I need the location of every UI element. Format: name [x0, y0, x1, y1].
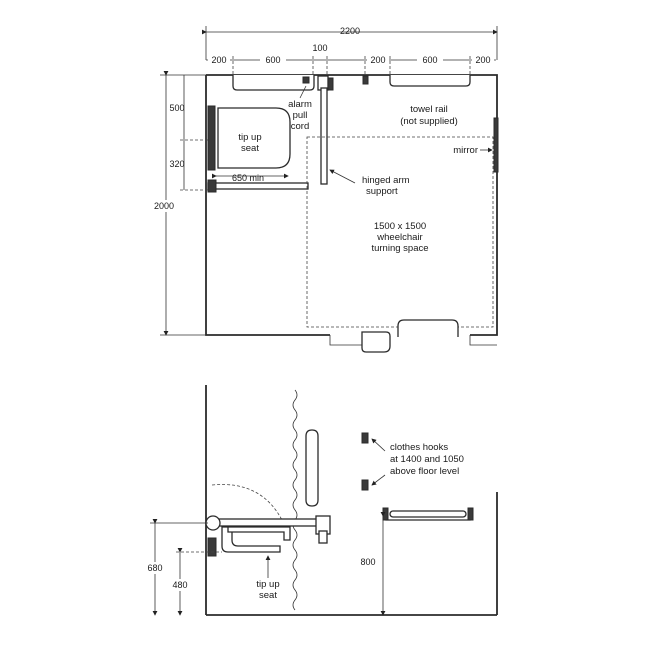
label-tipup-2: seat [241, 143, 259, 154]
elev-arm-pivot [205, 515, 221, 531]
seat-swing-arc [211, 484, 284, 523]
plan-door-handle [361, 331, 391, 353]
dim-200-c: 200 [475, 55, 490, 65]
elev-rail-fixing-left [382, 507, 389, 521]
label-towel-1: towel rail [410, 104, 448, 115]
plan-view: 2200 200 600 100 200 600 200 2000 500 32… [150, 26, 499, 353]
plan-turning-space [306, 136, 494, 328]
dim-800: 800 [360, 557, 375, 567]
dim-bg [367, 55, 389, 65]
dim-200-a: 200 [211, 55, 226, 65]
plan-grab-rail-top-left [232, 75, 315, 91]
plan-mirror [493, 117, 499, 173]
dim-bg [143, 562, 167, 574]
elev-seat-bracket [207, 537, 217, 557]
label-tipup-1: tip up [238, 132, 261, 143]
elev-towel-rail [389, 510, 467, 518]
plan-hook-icon [362, 75, 369, 85]
seat-wall-bracket [207, 105, 216, 171]
elev-shower-head [318, 530, 328, 544]
plan-small-fixture [327, 77, 334, 91]
label-turning-3: turning space [371, 243, 428, 254]
label-turning-1: 1500 x 1500 [374, 221, 426, 232]
alarm-leader [299, 85, 307, 99]
label-hinged-1: hinged arm [362, 175, 410, 186]
label-towel-2: (not supplied) [400, 116, 458, 127]
dim-600-a: 600 [265, 55, 280, 65]
dim-480: 480 [172, 580, 187, 590]
plan-grab-rail-horizontal [207, 182, 309, 190]
label-turning-2: wheelchair [376, 232, 422, 243]
label-hinged-2: support [366, 186, 398, 197]
dim-650min: 650 min [232, 173, 264, 183]
elevation-view: clothes hooks at 1400 and 1050 above flo… [143, 385, 498, 616]
label-hooks-3: above floor level [390, 466, 459, 477]
label-hooks-2: at 1400 and 1050 [390, 454, 464, 465]
dim-100: 100 [312, 43, 327, 53]
alarm-pull-cord-icon [302, 76, 310, 84]
dim-200-b: 200 [370, 55, 385, 65]
hooks-leader-2 [371, 474, 386, 486]
elev-rail-fixing-right [467, 507, 474, 521]
dim-600-b: 600 [422, 55, 437, 65]
dim-total-width: 2200 [340, 26, 360, 36]
label-alarm-3: cord [291, 121, 309, 132]
elev-vertical-grab-rail [305, 429, 319, 507]
plan-hinged-arm-support [320, 87, 328, 185]
dim-height: 2000 [154, 201, 174, 211]
dim-320: 320 [169, 159, 184, 169]
plan-door-jamb-left [329, 335, 362, 346]
plan-grab-rail-bottom [397, 319, 459, 337]
plan-wall-top-right [206, 74, 498, 336]
plan-door-jamb-right [469, 335, 497, 346]
dim-bg [150, 200, 178, 212]
dim-bg [168, 579, 192, 591]
dim-bg [260, 55, 286, 65]
elev-hinged-arm [211, 518, 323, 527]
label-elev-tipup-1: tip up [256, 579, 279, 590]
label-hooks-1: clothes hooks [390, 442, 448, 453]
clothes-hook-lower-icon [361, 479, 369, 491]
label-mirror: mirror [453, 145, 478, 156]
dim-bg [472, 55, 494, 65]
plan-tip-up-seat [217, 107, 291, 169]
rail-wall-fixing [207, 179, 217, 193]
hinged-arm-leader [329, 169, 356, 184]
dim-500: 500 [169, 103, 184, 113]
hooks-leader-1 [371, 438, 386, 452]
clothes-hook-upper-icon [361, 432, 369, 444]
label-alarm-1: alarm [288, 99, 312, 110]
dim-680: 680 [147, 563, 162, 573]
elev-seat-frame [227, 526, 291, 541]
plan-towel-rail [389, 75, 471, 87]
shower-curtain [292, 389, 298, 611]
dim-bg [417, 55, 443, 65]
dim-bg [208, 55, 230, 65]
label-alarm-2: pull [293, 110, 308, 121]
label-elev-tipup-2: seat [259, 590, 277, 601]
dim-bg [357, 556, 379, 568]
